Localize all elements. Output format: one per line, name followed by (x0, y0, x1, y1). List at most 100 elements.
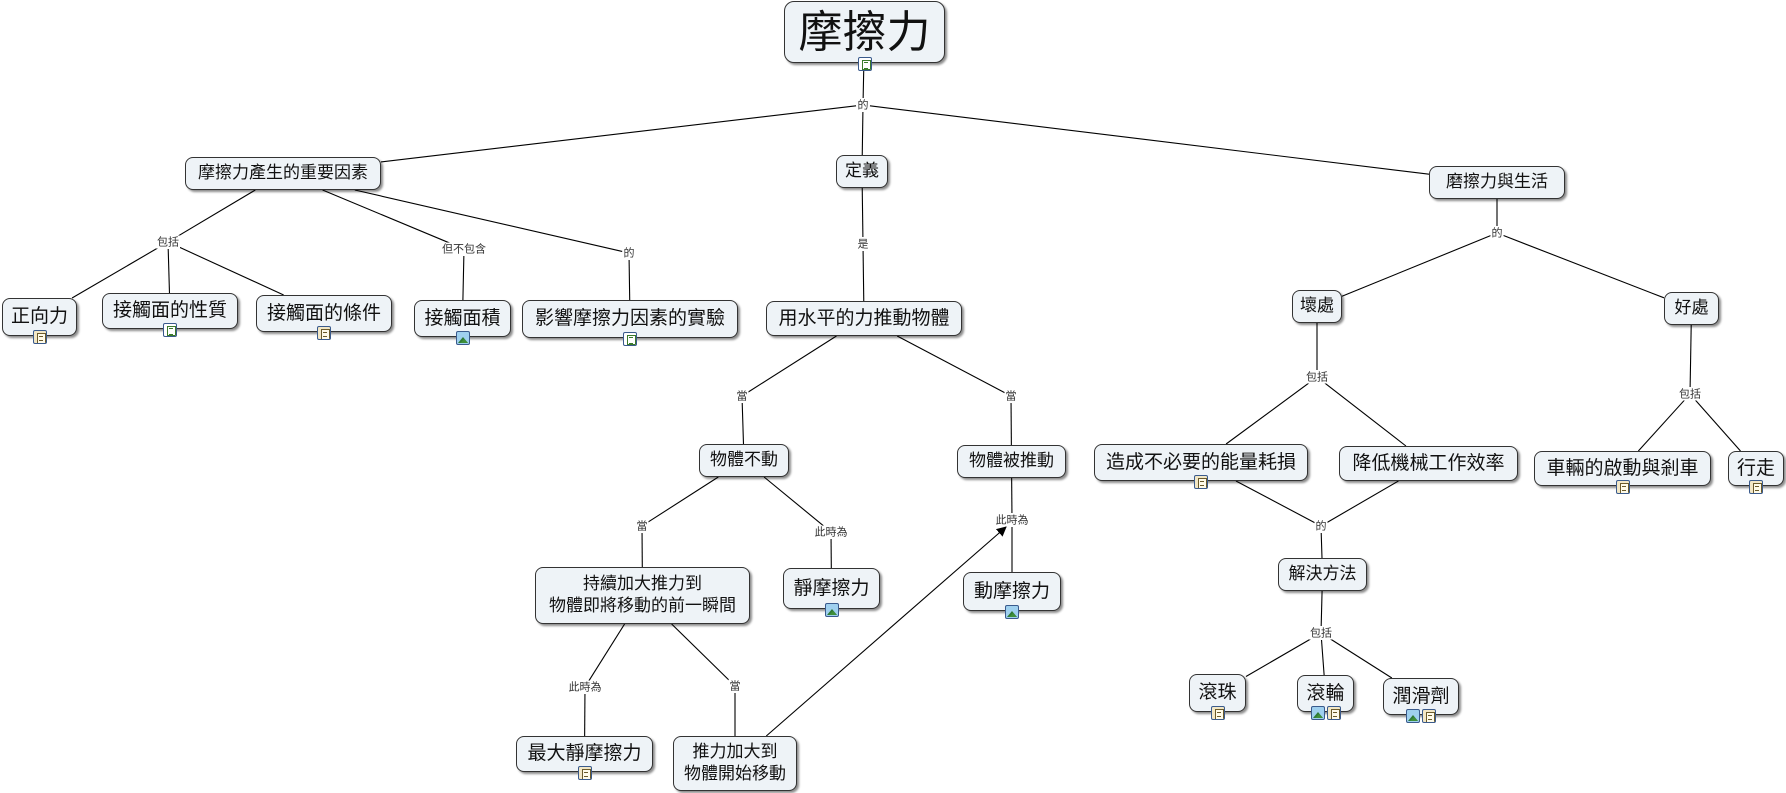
note-resource-icon[interactable] (1422, 709, 1436, 723)
resource-icons (455, 331, 470, 345)
resource-icons (1615, 480, 1630, 494)
resource-icons (1749, 480, 1763, 494)
concept-label: 動摩擦力 (973, 579, 1050, 602)
concept-label: 解決方法 (1288, 563, 1357, 584)
resource-icons (577, 766, 592, 780)
concept-label: 降低機械工作效率 (1352, 451, 1505, 474)
link-l_de_solution-solution (1320, 532, 1323, 559)
linking-phrase: 包括 (1309, 626, 1333, 640)
concept-label: 接觸面積 (424, 306, 501, 329)
image-resource-icon[interactable] (455, 331, 470, 345)
linking-phrase: 包括 (156, 235, 180, 249)
concept-experiment[interactable]: 影響摩擦力因素的實驗 (522, 300, 738, 346)
link-l_de_life-good (1503, 235, 1665, 299)
concept-efficiency[interactable]: 降低機械工作效率 (1339, 446, 1518, 481)
linking-phrase: 包括 (1678, 387, 1702, 401)
resource-icons (1406, 709, 1436, 723)
concept-root[interactable]: 摩擦力 (784, 1, 945, 71)
image-resource-icon[interactable] (1005, 605, 1019, 619)
note-resource-icon[interactable] (1326, 706, 1341, 720)
note-resource-icon[interactable] (577, 766, 592, 780)
concept-surface-condition[interactable]: 接觸面的條件 (256, 295, 392, 340)
concept-kinetic[interactable]: 動摩擦力 (963, 572, 1061, 619)
image-resource-icon[interactable] (824, 603, 839, 617)
resource-icons (623, 332, 637, 346)
document-resource-icon[interactable] (163, 323, 177, 337)
concept-label: 推力加大到 物體開始移動 (684, 742, 786, 784)
linking-phrase: 此時為 (813, 525, 849, 539)
linking-phrase: 此時為 (994, 513, 1030, 527)
concept-label: 用水平的力推動物體 (778, 306, 950, 329)
linking-phrase: 的 (1314, 519, 1328, 533)
concept-ball[interactable]: 滾珠 (1189, 674, 1246, 720)
concept-start-move[interactable]: 推力加大到 物體開始移動 (673, 736, 797, 791)
concept-label: 磨擦力與生活 (1446, 171, 1548, 192)
document-resource-icon[interactable] (857, 57, 872, 71)
concept-wheel[interactable]: 滾輪 (1297, 675, 1354, 720)
concept-bad[interactable]: 壞處 (1292, 290, 1342, 323)
link-push-l_when_left (747, 335, 837, 393)
concept-label: 摩擦力 (798, 6, 931, 58)
concept-surface-nature[interactable]: 接觸面的性質 (102, 293, 238, 337)
concept-factors[interactable]: 摩擦力產生的重要因素 (185, 157, 381, 190)
concept-push[interactable]: 用水平的力推動物體 (766, 301, 962, 336)
concept-contact-area[interactable]: 接觸面積 (414, 300, 511, 345)
concept-definition[interactable]: 定義 (836, 155, 888, 188)
concept-walk[interactable]: 行走 (1728, 451, 1784, 494)
image-resource-icon[interactable] (1406, 709, 1420, 723)
concept-label: 最大靜摩擦力 (527, 742, 642, 765)
concept-label: 接觸面的條件 (266, 301, 381, 324)
link-increase-l_when_start (671, 623, 731, 682)
concept-static[interactable]: 靜摩擦力 (783, 568, 880, 617)
concept-lubricant[interactable]: 潤滑劑 (1383, 678, 1459, 723)
linking-phrase: 當 (728, 679, 742, 693)
concept-normal-force[interactable]: 正向力 (2, 298, 77, 344)
image-resource-icon[interactable] (1310, 706, 1325, 720)
link-l_include_factors-normal_force (71, 245, 163, 299)
concept-solution[interactable]: 解決方法 (1278, 558, 1367, 591)
concept-vehicle[interactable]: 車輛的啟動與剎車 (1534, 451, 1711, 494)
link-solution-l_include_solution (1320, 590, 1323, 627)
concept-label: 滾珠 (1198, 681, 1237, 704)
note-resource-icon[interactable] (32, 330, 47, 344)
link-increase-l_then_max (588, 623, 626, 682)
link-l_de_factors-experiment (628, 259, 631, 301)
link-l_include_solution-ball (1245, 636, 1316, 677)
concept-max-static[interactable]: 最大靜摩擦力 (516, 736, 653, 780)
link-l_when_left-still (741, 402, 745, 445)
link-energy-l_de_solution (1235, 480, 1316, 524)
linking-phrase: 當 (735, 389, 749, 403)
link-factors-l_include_factors (173, 189, 256, 239)
linking-phrase: 的 (1490, 226, 1504, 240)
note-resource-icon[interactable] (317, 326, 331, 340)
note-resource-icon[interactable] (1615, 480, 1630, 494)
note-resource-icon[interactable] (1194, 475, 1208, 489)
link-still-l_when_still (647, 476, 719, 523)
concept-label: 好處 (1674, 297, 1709, 318)
link-l_de_life-bad (1341, 235, 1491, 297)
concept-pushed[interactable]: 物體被推動 (957, 445, 1066, 478)
resource-icons (317, 326, 331, 340)
concept-label: 潤滑劑 (1392, 684, 1450, 707)
resource-icons (1194, 475, 1208, 489)
concept-label: 定義 (845, 160, 879, 181)
link-factors-l_exclude (322, 189, 458, 247)
concept-still[interactable]: 物體不動 (699, 444, 789, 477)
concept-increase[interactable]: 持續加大推力到 物體即將移動的前一瞬間 (535, 567, 750, 624)
concept-label: 壞處 (1300, 295, 1334, 316)
concept-energy[interactable]: 造成不必要的能量耗損 (1094, 444, 1308, 489)
resource-icons (1005, 605, 1019, 619)
document-resource-icon[interactable] (623, 332, 637, 346)
concept-life[interactable]: 磨擦力與生活 (1429, 166, 1565, 199)
linking-phrase: 的 (622, 246, 636, 260)
note-resource-icon[interactable] (1749, 480, 1763, 494)
concept-label: 摩擦力產生的重要因素 (198, 162, 368, 183)
concept-label: 正向力 (10, 305, 68, 328)
linking-phrase: 是 (856, 237, 870, 251)
link-l_include_good-vehicle (1637, 398, 1686, 452)
note-resource-icon[interactable] (1210, 706, 1225, 720)
concept-label: 靜摩擦力 (793, 576, 870, 599)
concept-good[interactable]: 好處 (1664, 292, 1719, 325)
